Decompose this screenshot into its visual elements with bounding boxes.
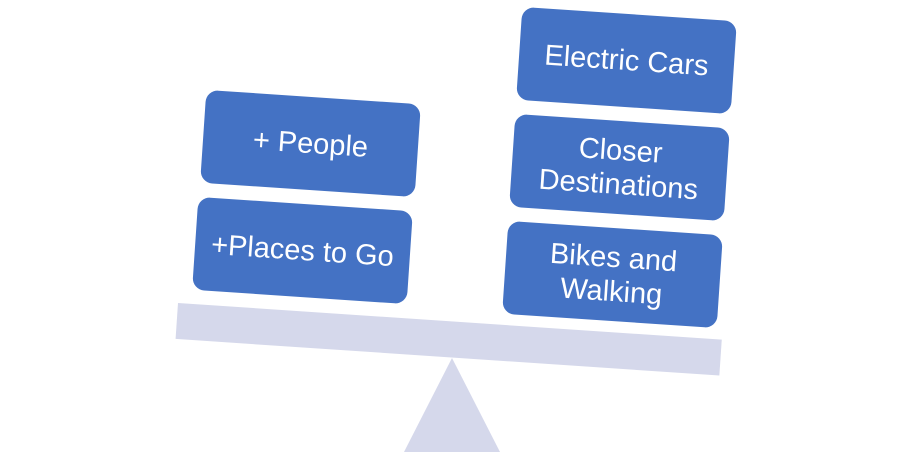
left-box-people-label: + People [251,123,370,164]
right-box-bikes-and-walking: Bikes and Walking [502,220,723,329]
right-box-bikes-label: Bikes and Walking [549,237,679,311]
right-box-closer-label: Closer Destinations [537,131,700,206]
left-box-places-label: +Places to Go [210,228,395,273]
left-box-places-to-go: +Places to Go [192,196,413,305]
right-box-electric-label: Electric Cars [543,39,710,82]
right-box-closer-destinations: Closer Destinations [509,113,730,222]
scale-fulcrum [404,358,500,452]
left-box-people: + People [200,89,421,198]
right-box-electric-cars: Electric Cars [516,6,737,115]
